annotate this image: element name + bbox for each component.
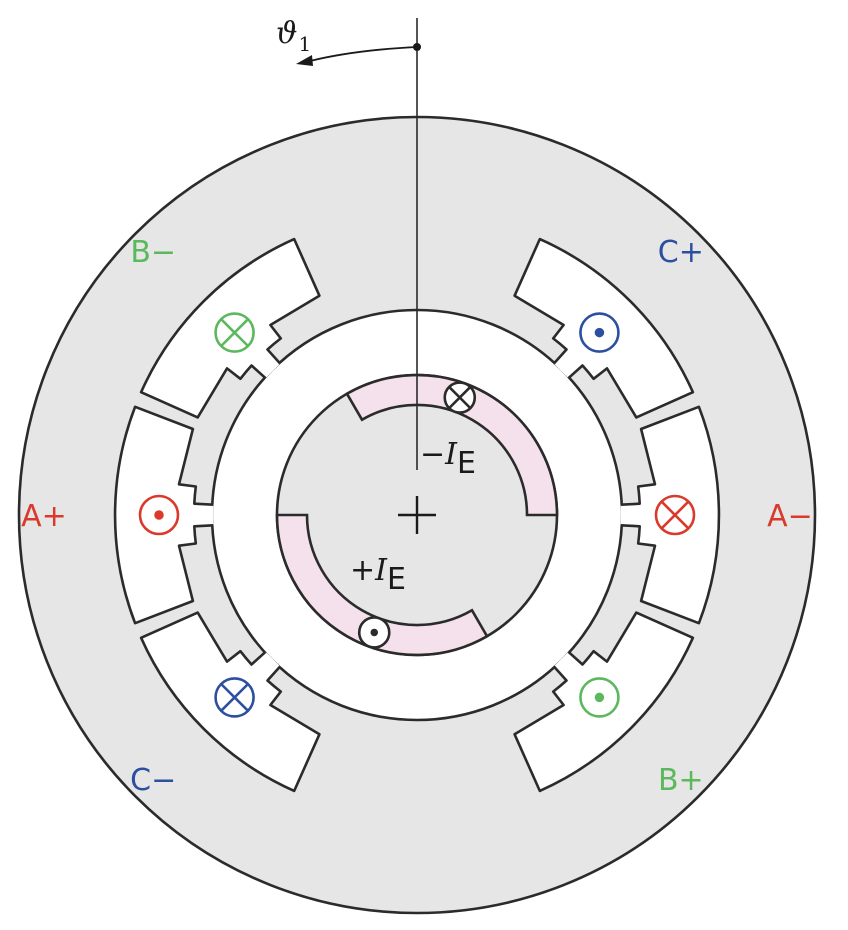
- stator-conductor-dot-icon: [579, 677, 620, 718]
- phase-label: B+: [658, 763, 704, 798]
- rotor-center-cross-icon: [398, 496, 436, 534]
- rotor-current-negative-label: −IE: [420, 437, 476, 481]
- rotation-arrowhead-icon: [296, 55, 313, 66]
- phase-label: C−: [130, 763, 176, 798]
- rotor-conductor-dot-icon: [357, 616, 391, 649]
- stator-conductor-dot-icon: [138, 494, 180, 536]
- rotation-arrow: [309, 46, 418, 62]
- stator-conductor-cross-icon: [654, 494, 696, 536]
- stator-conductor-cross-icon: [214, 312, 255, 353]
- phase-labels: B− C+ A+ A− C− B+: [21, 235, 813, 798]
- stator-conductor-dot-icon: [579, 312, 620, 353]
- phase-label: A+: [21, 499, 67, 534]
- angle-label: ϑ1: [276, 16, 311, 56]
- phase-label: C+: [658, 235, 704, 270]
- rotor-conductor-cross-icon: [443, 381, 477, 414]
- angle-subscript: 1: [298, 32, 311, 56]
- rotor-current-positive-label: +IE: [350, 553, 406, 597]
- stator-conductor-cross-icon: [214, 677, 255, 718]
- rotor-conductors: [357, 381, 477, 649]
- phase-label: B−: [130, 235, 176, 270]
- phase-label: A−: [767, 499, 813, 534]
- rotor-winding-negative: [345, 373, 559, 517]
- rotor-winding-positive: [275, 513, 489, 657]
- stator-conductors: [138, 312, 696, 718]
